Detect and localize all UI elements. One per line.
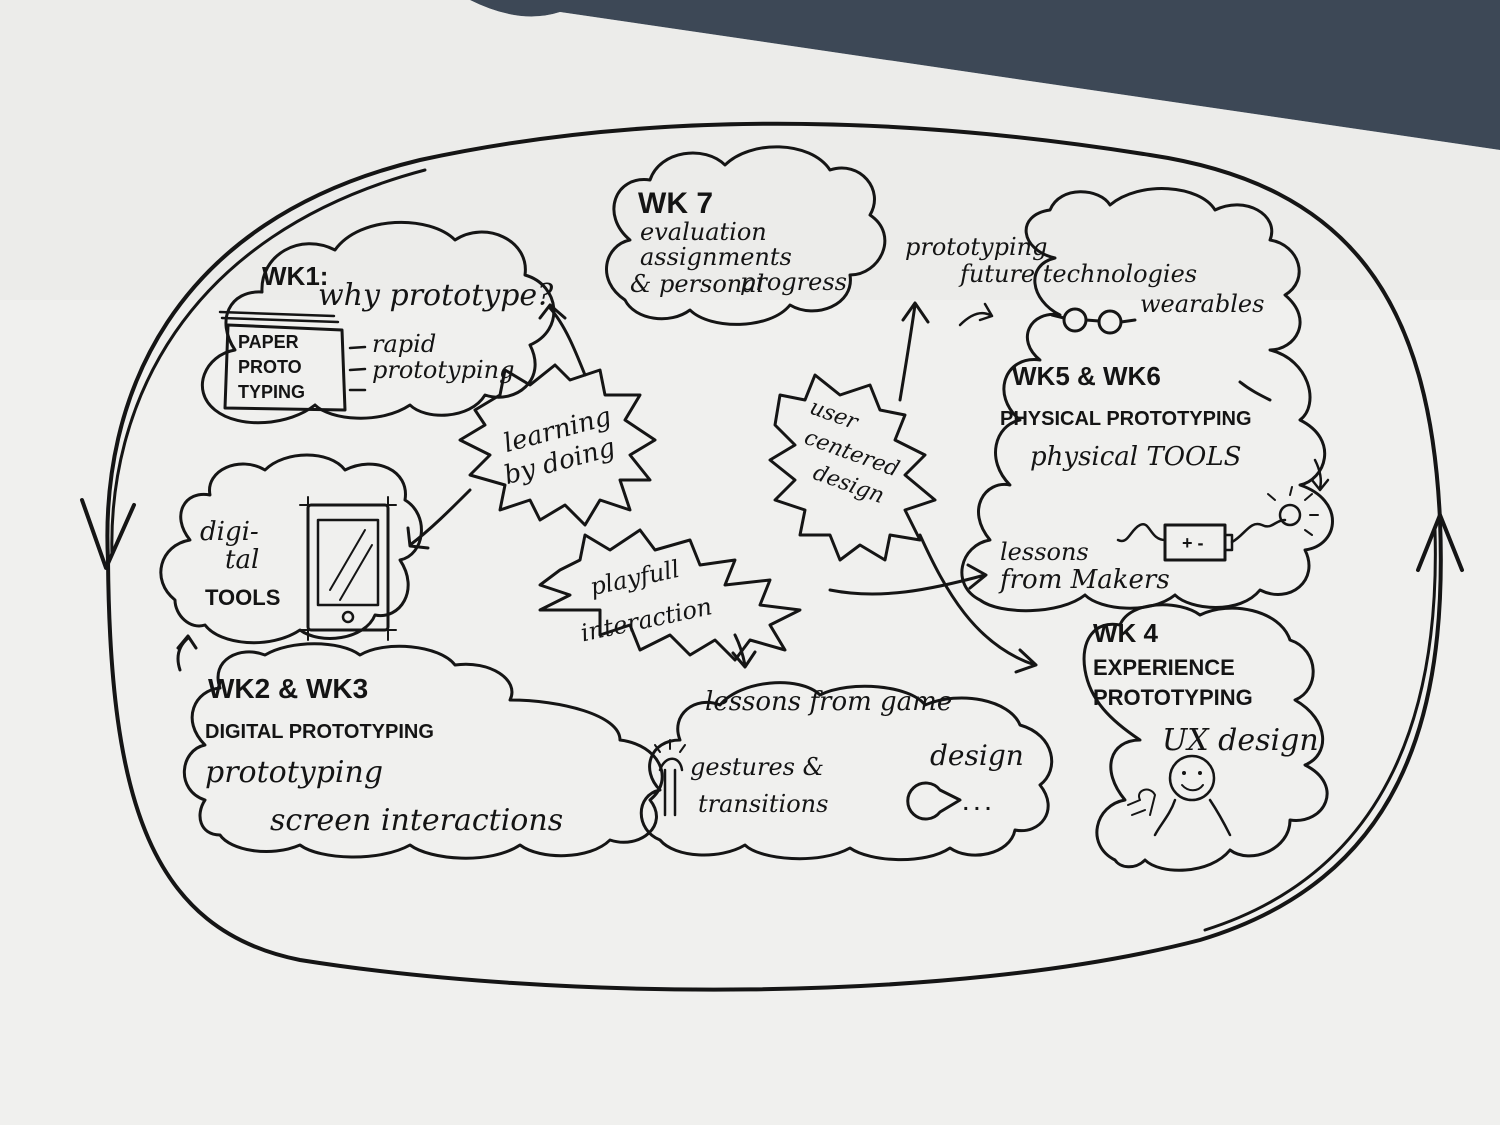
wk7-title: WK 7 [638, 187, 713, 220]
paper-line-2: PROTO [238, 357, 302, 377]
burst-learning [458, 363, 657, 527]
arrow-to-wk1 [538, 303, 587, 377]
wk4-ux: UX design [1162, 723, 1319, 758]
wk7-line-4: progress [740, 268, 847, 296]
wk4-line-1: EXPERIENCE [1093, 655, 1235, 680]
wk7-line-2: assignments [640, 243, 792, 271]
wk23-title: WK2 & WK3 [208, 673, 368, 704]
person-with-phone-icon [654, 739, 686, 817]
loop-arrowhead-left [80, 498, 136, 570]
game-group: lessons from game design gestures & tran… [690, 687, 1024, 818]
future-line-1: prototyping [905, 233, 1047, 261]
arrow-to-wk4 [918, 533, 1038, 674]
game-design: design [930, 739, 1024, 772]
game-dots: . . . [963, 793, 991, 815]
paper-line-3: TYPING [238, 382, 305, 402]
gestures-line-1: gestures & [690, 753, 824, 781]
wk4-line-2: PROTOTYPING [1093, 685, 1253, 710]
makers-line-1: lessons [1000, 538, 1089, 566]
makers-line-2: from Makers [998, 565, 1170, 595]
wk23-line-1: prototyping [205, 755, 383, 790]
arrow-to-digital [406, 488, 472, 550]
glasses-icon [1050, 307, 1137, 335]
wk56-tools: physical TOOLS [1030, 442, 1241, 472]
wk1-question: why prototype? [318, 278, 554, 313]
digital-line-2: tal [225, 545, 259, 575]
wk1-title: WK1: [262, 261, 328, 291]
future-group: prototyping future technologies wearable… [905, 233, 1264, 318]
wk7-group: WK 7 evaluation assignments & personal p… [630, 187, 847, 298]
paper-line-1: PAPER [238, 332, 299, 352]
wk7-line-1: evaluation [640, 218, 767, 246]
person-face-icon [1127, 754, 1232, 837]
tablet-icon [299, 496, 397, 641]
arrows [176, 301, 1330, 674]
future-line-2: future technologies [958, 260, 1197, 288]
digital-group: digi- tal TOOLS [200, 517, 280, 610]
wk4-title: WK 4 [1093, 618, 1159, 648]
wk56-group: WK5 & WK6 PHYSICAL PROTOTYPING physical … [998, 361, 1252, 595]
wk1-group: WK1: why prototype? PAPER PROTO TYPING r… [238, 261, 554, 402]
gestures-line-2: transitions [698, 790, 828, 818]
cloud-shapes [159, 145, 1334, 872]
digital-line-1: digi- [200, 517, 259, 547]
burst-shapes [458, 363, 937, 662]
digital-line-3: TOOLS [205, 585, 280, 610]
wk7-line-3: & personal [630, 270, 764, 298]
wearables-label: wearables [1140, 290, 1264, 318]
burst-user [768, 373, 937, 562]
cycle-loop [80, 121, 1464, 992]
arrow-to-makers [828, 563, 988, 596]
wk23-line-2: screen interactions [270, 803, 563, 838]
wk23-group: WK2 & WK3 DIGITAL PROTOTYPING prototypin… [205, 673, 563, 838]
wk56-subtitle: PHYSICAL PROTOTYPING [1000, 408, 1252, 430]
burst-playful [538, 528, 802, 662]
circuit-wire [1116, 518, 1287, 544]
pacman-icon [906, 781, 962, 821]
wk1-bullet-prototyping: prototyping [372, 356, 514, 384]
lightbulb-icon [1267, 486, 1319, 536]
arrow-to-digital-from-wk2 [176, 634, 198, 672]
game-title: lessons from game [705, 687, 952, 717]
wk56-title: WK5 & WK6 [1012, 361, 1161, 391]
wk23-subtitle: DIGITAL PROTOTYPING [205, 721, 434, 743]
wk1-bullet-rapid: rapid [372, 330, 436, 358]
arrow-to-future [898, 301, 930, 402]
battery-label: + - [1182, 533, 1204, 553]
doodles [218, 307, 1319, 837]
paper-sheets-icon [223, 323, 347, 412]
wk4-group: WK 4 EXPERIENCE PROTOTYPING UX design [1093, 618, 1319, 758]
loop-arrowhead-right [1416, 513, 1464, 572]
